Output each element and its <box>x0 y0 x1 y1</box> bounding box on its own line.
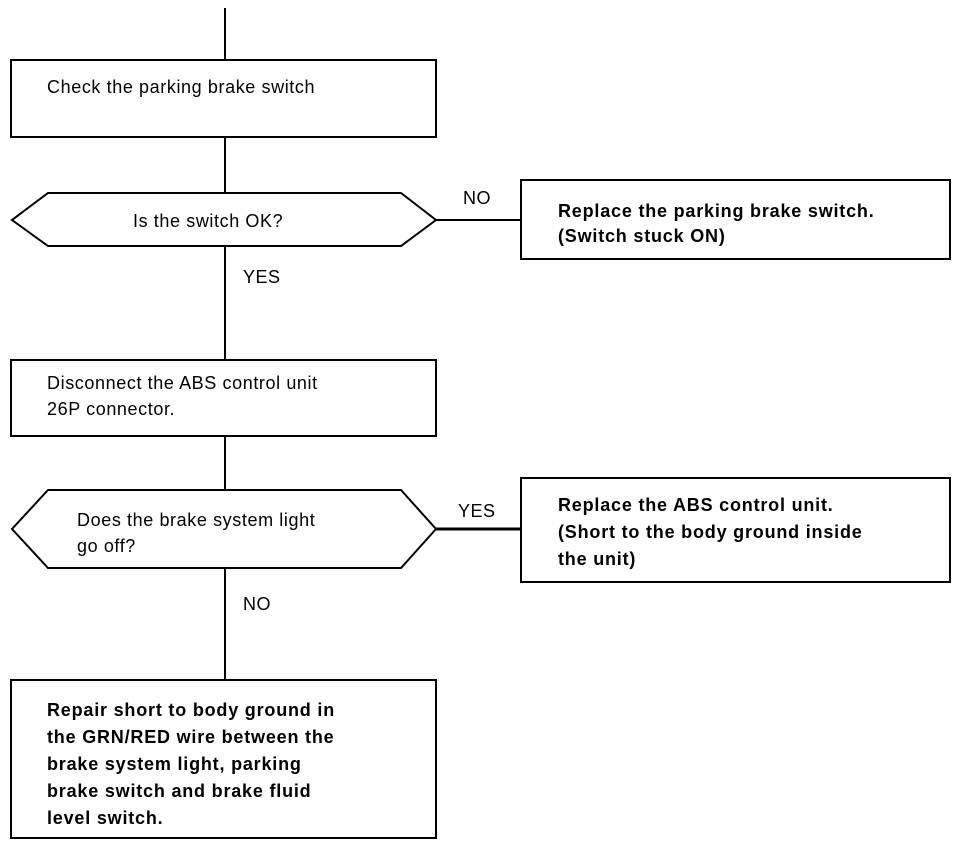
branch-label-no: NO <box>463 188 491 208</box>
decision-text: Does the brake system light go off? <box>77 510 321 556</box>
branch-label-yes: YES <box>458 501 496 521</box>
step-repair-short-to-ground: Repair short to body ground in the GRN/R… <box>10 679 437 839</box>
outcome-text: Replace the parking brake switch. (Switc… <box>558 201 880 246</box>
decision-brake-light-off: Does the brake system light go off? <box>10 489 438 569</box>
outcome-text: Replace the ABS control unit. (Short to … <box>558 495 868 569</box>
step-text: Disconnect the ABS control unit 26P conn… <box>47 373 323 419</box>
step-text: Repair short to body ground in the GRN/R… <box>47 700 341 828</box>
outcome-replace-parking-brake-switch: Replace the parking brake switch. (Switc… <box>520 179 951 260</box>
decision-text: Is the switch OK? <box>133 211 283 231</box>
outcome-replace-abs-control-unit: Replace the ABS control unit. (Short to … <box>520 477 951 583</box>
step-disconnect-abs-connector: Disconnect the ABS control unit 26P conn… <box>10 359 437 437</box>
step-text: Check the parking brake switch <box>47 77 315 97</box>
step-check-parking-brake-switch: Check the parking brake switch <box>10 59 437 138</box>
branch-label-no: NO <box>243 594 271 614</box>
branch-label-yes: YES <box>243 267 281 287</box>
decision-switch-ok: Is the switch OK? <box>10 192 438 247</box>
